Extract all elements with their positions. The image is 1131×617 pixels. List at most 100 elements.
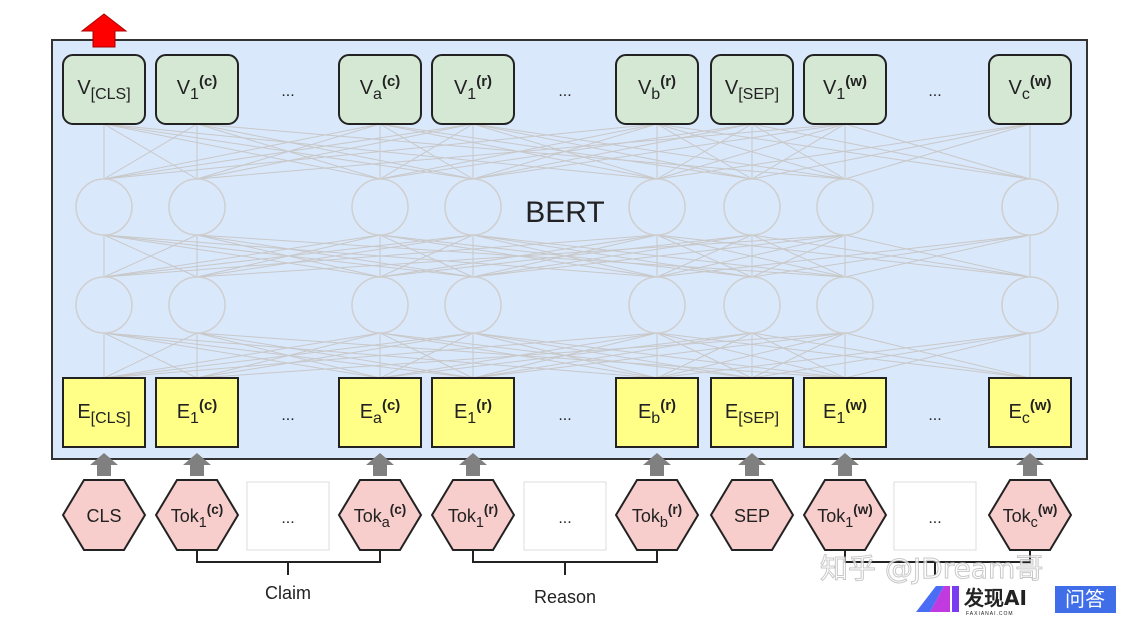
- faxianai-logo: 发现AI FAXIANAI.COM 问答: [916, 586, 1116, 617]
- label-sub: 1: [467, 410, 476, 427]
- ellipsis: ...: [281, 510, 294, 527]
- ellipsis-box: [246, 481, 330, 551]
- label-base: E: [360, 401, 373, 423]
- node-label: Ec(w): [1008, 397, 1051, 427]
- label-sup: (r): [660, 73, 676, 90]
- label-sup: (c): [199, 397, 217, 414]
- label-sub: b: [660, 515, 668, 531]
- connection-line: [103, 332, 474, 379]
- connection-line: [196, 332, 474, 379]
- connection-line: [656, 234, 1031, 278]
- connection-line: [379, 332, 753, 379]
- connection-line: [379, 123, 474, 180]
- logo-name: 发现AI: [963, 586, 1027, 610]
- input-arrow-icon: [183, 453, 211, 476]
- hidden-unit: [723, 178, 781, 236]
- token: Toka(c): [337, 479, 423, 551]
- label-sup: (r): [476, 73, 492, 90]
- label-sup: (c): [199, 73, 217, 90]
- token: Tok1(c): [154, 479, 240, 551]
- watermark: 知乎 @JDream哥 发现AI FAXIANAI.COM 问答: [820, 552, 1116, 617]
- connection-line: [379, 234, 753, 278]
- label-sup: (r): [668, 502, 682, 517]
- input-arrow-icon: [459, 453, 487, 476]
- input-arrow-icon: [643, 453, 671, 476]
- group-label: Reason: [534, 587, 596, 607]
- ellipsis: ...: [281, 83, 294, 100]
- ellipsis: ...: [281, 407, 294, 424]
- model-label: BERT: [525, 196, 604, 229]
- node-label: V[SEP]: [725, 77, 779, 103]
- connection-line: [379, 234, 474, 278]
- label-sub: 1: [836, 86, 845, 103]
- hidden-unit: [1001, 178, 1059, 236]
- label-sub: c: [1022, 86, 1030, 103]
- hidden-unit: [816, 276, 874, 334]
- label-base: E: [77, 401, 90, 423]
- connection-line: [103, 234, 381, 278]
- connection-line: [472, 123, 846, 180]
- label-sub: 1: [190, 86, 199, 103]
- node-label: V[CLS]: [77, 77, 130, 103]
- label-sup: (c): [390, 502, 407, 517]
- hidden-unit: [444, 276, 502, 334]
- ellipsis: ...: [558, 83, 571, 100]
- label-base: V: [77, 77, 91, 99]
- label-sub: 1: [199, 515, 207, 531]
- label-sup: (r): [660, 397, 676, 414]
- node-label: Eb(r): [638, 397, 676, 427]
- label-base: CLS: [86, 506, 121, 526]
- connection-line: [196, 234, 846, 278]
- node-label: V1(c): [177, 73, 218, 103]
- input-arrow-icon: [738, 453, 766, 476]
- label-base: V: [638, 77, 652, 99]
- hidden-unit: [723, 276, 781, 334]
- label-sub: c: [1022, 410, 1030, 427]
- node-label: SEP: [734, 506, 770, 526]
- connection-line: [472, 332, 846, 379]
- connection-line: [196, 123, 846, 180]
- connection-line: [379, 332, 474, 379]
- node-label: Ea(c): [360, 397, 401, 427]
- connection-line: [472, 234, 753, 278]
- connection-line: [103, 332, 381, 379]
- connection-line: [472, 234, 846, 278]
- node-label: CLS: [86, 506, 121, 526]
- label-sub: [CLS]: [91, 86, 131, 103]
- ellipsis: ...: [928, 407, 941, 424]
- output-arrow-icon: [80, 13, 128, 48]
- embedding: E1(r): [431, 377, 515, 448]
- label-sup: (c): [382, 73, 400, 90]
- label-base: E: [1008, 401, 1021, 423]
- label-base: E: [725, 401, 738, 423]
- connection-line: [472, 332, 753, 379]
- label-sub: [SEP]: [738, 86, 779, 103]
- token: Tok1(w): [802, 479, 888, 551]
- label-sup: (c): [207, 502, 224, 517]
- connection-line: [656, 332, 846, 379]
- connection-line: [103, 123, 658, 180]
- output-vector: V1(c): [155, 54, 239, 125]
- connection-line: [103, 123, 381, 180]
- label-base: E: [454, 401, 467, 423]
- connection-line: [844, 234, 1031, 278]
- connection-line: [103, 123, 474, 180]
- label-base: Tok: [817, 506, 846, 526]
- node-label: Tokc(w): [1003, 502, 1058, 531]
- label-sup: (w): [1030, 73, 1052, 90]
- connection-line: [751, 234, 1031, 278]
- connection-line: [656, 332, 1031, 379]
- label-base: V: [360, 77, 374, 99]
- label-sup: (r): [476, 397, 492, 414]
- connection-line: [103, 123, 198, 180]
- hidden-unit: [75, 276, 133, 334]
- hidden-unit: [75, 178, 133, 236]
- embedding: E1(w): [803, 377, 887, 448]
- node-label: V1(w): [823, 73, 867, 103]
- group-bracket: [196, 550, 381, 575]
- connection-line: [103, 234, 198, 278]
- ellipsis: ...: [558, 407, 571, 424]
- label-sup: (w): [845, 397, 867, 414]
- connection-line: [751, 123, 1031, 180]
